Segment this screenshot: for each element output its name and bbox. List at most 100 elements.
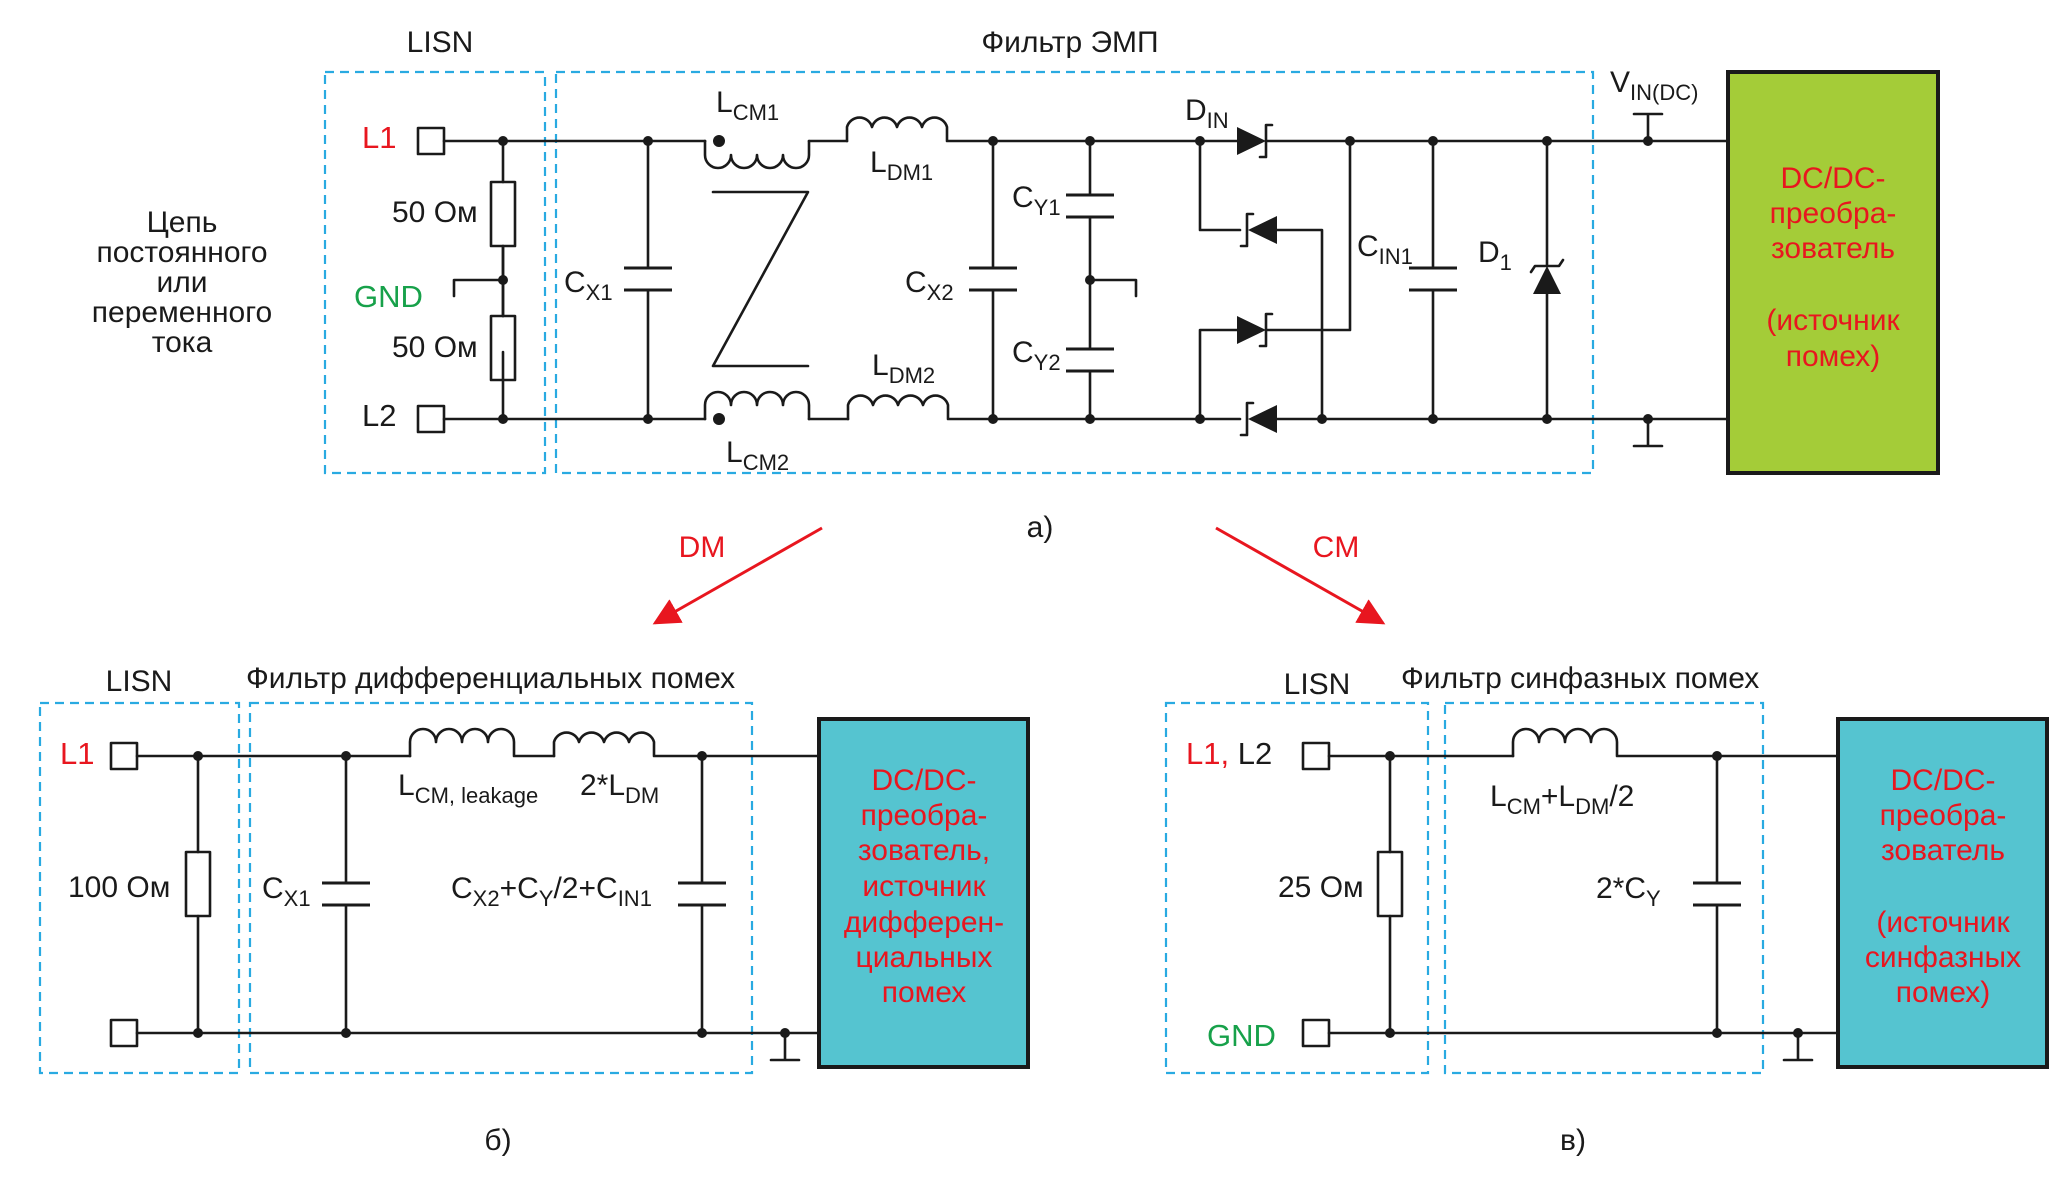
label-l1l2-c: L1, L2 [1186,736,1272,771]
lisn-box-a [323,70,547,475]
cm-filter-title-c: Фильтр синфазных помех [1401,662,1759,695]
label-cx2-a: CX2 [905,266,954,305]
label-dm: DM [679,531,726,564]
dcdc-block-text-a: DC/DC- преобра- зователь (источник помех… [1766,162,1900,373]
resistor-top-a [489,180,517,248]
terminal-l1-a [416,126,446,156]
gnd-tap-a [452,278,505,298]
dcdc-block-c [1836,717,2049,1069]
label-2ldm-b: 2*LDM [580,769,659,808]
source-line-1: Цепь [147,206,218,239]
label-lcm2-a: LCM2 [726,436,789,475]
lisn-title-a: LISN [407,26,474,59]
label-ldm1-a: LDM1 [870,146,933,185]
label-r-bottom-a: 50 Ом [392,331,478,364]
inductor-lcm-leakage-b [408,727,556,758]
svg-text:помех: помех [882,976,967,1009]
lisn-box-b [38,701,241,1075]
source-line-5: тока [152,326,213,359]
cin1-capacitor-a [1409,266,1457,292]
label-r-c: 25 Ом [1278,871,1364,904]
label-d1-a: D1 [1478,236,1512,275]
terminal-l2-a [416,404,446,434]
label-r-top-a: 50 Ом [392,196,478,229]
label-lcm-leakage-b: LCM, leakage [398,769,538,808]
terminal-l2-b [109,1018,139,1048]
lisn-title-c: LISN [1284,668,1351,701]
label-din-a: DIN [1185,94,1229,133]
dcdc-block-text-c: DC/DC- преобра- зователь (источник синфа… [1865,764,2021,1009]
svg-text:источник: источник [862,870,986,903]
svg-text:дифферен-: дифферен- [844,906,1004,939]
label-ldm2-a: LDM2 [872,349,935,388]
label-vin-a: VIN(DC) [1610,66,1698,105]
label-cy2-a: CY2 [1012,336,1061,375]
svg-text:DC/DC-: DC/DC- [1781,162,1886,195]
cx1-capacitor-a [624,266,672,292]
svg-text:помех): помех) [1896,976,1991,1009]
terminal-l1-b [109,741,139,771]
svg-text:синфазных: синфазных [1865,941,2021,974]
label-gnd-c: GND [1207,1018,1276,1053]
lcm1-polarity-dot [713,135,725,147]
label-lcm1-a: LCM1 [716,86,779,125]
cy1-capacitor-a [1066,193,1114,219]
dcdc-block-text-b: DC/DC- преобра- зователь, источник диффе… [844,764,1004,1009]
cy-capacitor-c [1693,881,1741,907]
cx1-capacitor-b [322,881,370,907]
label-cx1-a: CX1 [564,266,613,305]
svg-text:зователь: зователь [1881,834,2005,867]
panel-b: LISN Фильтр дифференциальных помех L1 10… [38,662,1030,1157]
arrow-cm [1215,526,1386,625]
arrow-dm [652,526,823,625]
label-cy1-a: CY1 [1012,181,1061,220]
label-c-sum-b: CX2+CY/2+CIN1 [451,872,652,911]
dcdc-block-b [817,717,1030,1069]
caption-a: а) [1027,511,1054,544]
inductor-ldm1-a [845,116,995,143]
source-label-a: Цепь постоянного или переменного тока [92,206,272,359]
label-cx1-b: CX1 [262,872,311,911]
cy-ground-a [1088,278,1138,298]
lcm2-polarity-dot [713,413,725,425]
label-cm: CM [1313,531,1360,564]
cm-choke-core-a [711,190,810,368]
panel-a: LISN Фильтр ЭМП Цепь постоянного или пер… [92,26,1940,544]
label-l1-b: L1 [60,736,94,771]
terminal-l1l2-c [1301,741,1331,771]
cm-filter-box-c [1443,701,1765,1075]
source-line-2: постоянного [96,236,267,269]
resistor-c [1376,850,1404,918]
svg-text:циальных: циальных [856,941,993,974]
lisn-title-b: LISN [106,665,173,698]
svg-text:зователь: зователь [1771,232,1895,265]
svg-text:преобра-: преобра- [861,799,988,832]
label-lsum-c: LCM+LDM/2 [1490,780,1634,819]
svg-text:(источник: (источник [1876,906,2010,939]
svg-text:DC/DC-: DC/DC- [1891,764,1996,797]
svg-text:(источник: (источник [1766,304,1900,337]
label-cin1-a: CIN1 [1357,230,1413,269]
mode-arrows: DM CM [652,526,1386,625]
resistor-b [184,850,212,918]
dcdc-block-a [1726,70,1940,475]
label-gnd-a: GND [354,279,423,314]
source-line-4: переменного [92,296,272,329]
inductor-ldm2-a [846,394,995,421]
inductor-2ldm-b [552,731,821,758]
svg-text:преобра-: преобра- [1880,799,2007,832]
svg-text:преобра-: преобра- [1770,197,1897,230]
panel-c: LISN Фильтр синфазных помех L1, L2 GND 2… [1164,662,2049,1157]
emi-filter-title-a: Фильтр ЭМП [981,26,1158,59]
cy2-capacitor-a [1066,347,1114,373]
inductor-lcm2-a [703,390,811,421]
inductor-lcm1-a [703,139,811,170]
diode-d1-a [1533,266,1561,294]
svg-text:DC/DC-: DC/DC- [872,764,977,797]
label-l1-a: L1 [362,120,396,155]
source-line-3: или [156,266,207,299]
label-l2-a: L2 [362,398,396,433]
caption-b: б) [484,1124,511,1157]
dm-filter-title-b: Фильтр дифференциальных помех [246,662,735,695]
